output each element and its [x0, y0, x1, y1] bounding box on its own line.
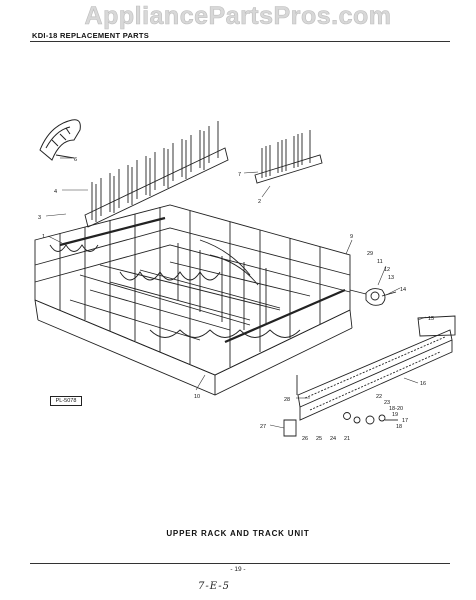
- callout-6: 6: [74, 157, 77, 163]
- callout-19: 19: [392, 412, 398, 418]
- footer-rule: [30, 563, 450, 564]
- callout-25: 25: [316, 436, 322, 442]
- left-tine-row: [84, 121, 229, 228]
- track-and-rollers: [283, 288, 456, 437]
- callout-27: 27: [260, 424, 266, 430]
- callout-4: 4: [54, 189, 57, 195]
- callout-15: 15: [428, 316, 434, 322]
- right-tine-row: [254, 130, 323, 184]
- upper-rack-basket: [34, 204, 353, 396]
- callout-23: 23: [384, 400, 390, 406]
- callout-7: 7: [238, 172, 241, 178]
- figure-caption: UPPER RACK AND TRACK UNIT: [166, 529, 310, 538]
- callout-21: 21: [344, 436, 350, 442]
- callout-3: 3: [38, 215, 41, 221]
- callout-28: 28: [284, 397, 290, 403]
- page-header: KDI-18 REPLACEMENT PARTS: [32, 31, 150, 40]
- callout-9: 9: [350, 234, 353, 240]
- callout-2: 2: [258, 199, 261, 205]
- callout-14: 14: [400, 287, 406, 293]
- handwritten-note: 7-E-5: [198, 581, 230, 592]
- page-number: - 19 -: [230, 566, 246, 573]
- callout-leaders: [45, 157, 427, 429]
- callout-26: 26: [302, 436, 308, 442]
- callout-12: 12: [384, 267, 390, 273]
- callout-18-20: 18-20: [389, 406, 403, 412]
- rack-handle: [39, 119, 81, 161]
- callout-18: 18: [396, 424, 402, 430]
- callout-1: 1: [42, 234, 45, 240]
- callout-11: 11: [377, 259, 383, 265]
- callout-22: 22: [376, 394, 382, 400]
- callout-16: 16: [420, 381, 426, 387]
- callout-10: 10: [194, 394, 200, 400]
- watermark: AppliancePartsPros.com: [84, 2, 392, 31]
- figure-reference: PL-5078: [50, 396, 82, 406]
- callout-labels: 6 4 3 1 7 2 9 29 11 12 13 14 15 16 22 23…: [38, 157, 434, 442]
- callout-13: 13: [388, 275, 394, 281]
- callout-24: 24: [330, 436, 336, 442]
- callout-29: 29: [367, 251, 373, 257]
- header-rule: [30, 41, 450, 42]
- callout-17: 17: [402, 418, 408, 424]
